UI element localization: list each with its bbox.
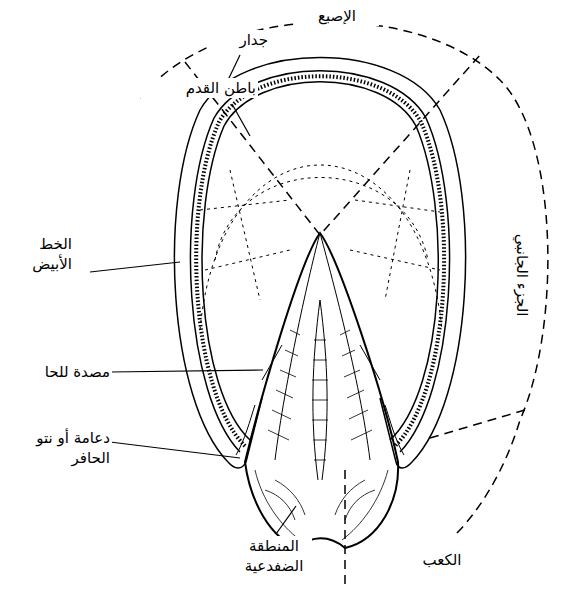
part-label: باطن القدم: [120, 78, 258, 98]
part-label: مصدة للحا: [4, 362, 112, 382]
leader-line: [90, 262, 180, 272]
hoof-bar: [228, 398, 412, 468]
white-line: [196, 76, 444, 446]
part-label: الكعب: [410, 550, 474, 570]
frog: [245, 233, 398, 548]
sole-edge: [202, 82, 438, 440]
part-label: الجزء الجانبي: [512, 232, 532, 319]
part-label: دعامة أو نتو الحافر: [4, 428, 112, 469]
leader-line: [276, 506, 296, 534]
region-divider: [430, 410, 525, 438]
part-label: الإصبع: [295, 6, 379, 26]
part-label: الخط الأبيض: [6, 234, 74, 275]
region-arc: [140, 22, 548, 535]
part-label: جدار: [208, 30, 270, 50]
leader-line: [110, 442, 240, 458]
leader-line: [110, 370, 263, 372]
part-label: المنطقة الضفدعية: [236, 536, 312, 577]
wall-inner: [190, 71, 449, 452]
leader-line: [228, 55, 240, 80]
hoof-wall: [174, 58, 465, 463]
leader-line: [232, 104, 250, 136]
region-divider: [344, 470, 346, 590]
